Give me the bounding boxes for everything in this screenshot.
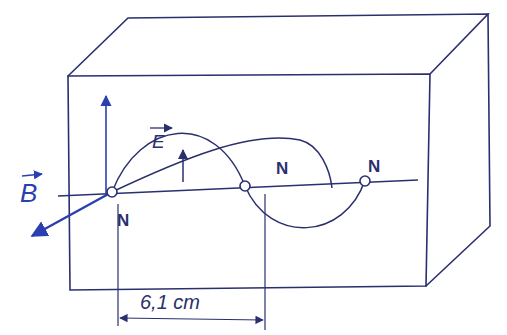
field-symbol: B <box>20 180 37 206</box>
vector-sign <box>150 127 172 128</box>
e-field-wave <box>112 133 365 227</box>
node-point <box>107 176 370 197</box>
vector-sign <box>22 174 42 176</box>
box-outline <box>68 14 490 290</box>
e-vector-arrow <box>182 150 184 182</box>
field-symbol: E <box>152 132 165 151</box>
b-vector-arrow <box>32 192 112 236</box>
node-letter: N <box>368 158 380 175</box>
node-letter: N <box>276 160 288 177</box>
dimension-label: 6,1 cm <box>140 292 200 312</box>
b-field-wave <box>112 138 332 192</box>
vertical-axis <box>105 96 107 196</box>
dimension-line <box>120 318 263 320</box>
node-letter: N <box>117 212 129 229</box>
dimension-extension <box>264 194 265 330</box>
